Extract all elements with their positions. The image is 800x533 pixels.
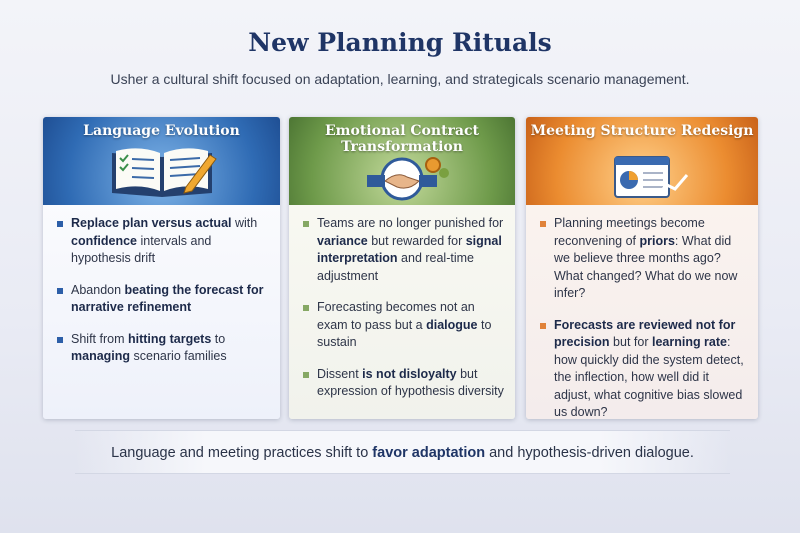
- text-segment: Teams are no longer punished for: [317, 216, 504, 230]
- text-segment: Abandon: [71, 282, 125, 297]
- text-segment: and real-time adjustment: [317, 251, 474, 283]
- text-segment: but for: [609, 335, 652, 349]
- card-title: Meeting Structure Redesign: [530, 123, 754, 139]
- open-book-pencil-icon: [111, 148, 217, 197]
- text-segment: : how quickly did the system detect, the…: [554, 335, 744, 419]
- card-header: Emotional Contract Transformation: [289, 117, 515, 205]
- card-emotional-contract: Emotional Contract Transformation Teams …: [289, 117, 515, 419]
- text-segment: and hypothesis-driven dialogue.: [485, 445, 694, 461]
- emphasis-text: managing: [71, 349, 131, 363]
- bullet-item: Shift from hitting targets to managing s…: [57, 331, 270, 366]
- bullet-item: Replace plan versus actual with confiden…: [57, 215, 270, 268]
- text-segment: with: [231, 216, 258, 230]
- emphasis-text: favor adaptation: [372, 445, 486, 461]
- card-title: Emotional Contract Transformation: [325, 123, 479, 155]
- text-segment: intervals and hypothesis drift: [71, 233, 212, 266]
- page-subtitle: Usher a cultural shift focused on adapta…: [110, 71, 690, 87]
- text-segment: Planning meetings become reconvening of: [554, 216, 705, 248]
- text-segment: to sustain: [317, 317, 492, 350]
- card-meeting-structure: Meeting Structure Redesign Planning meet…: [526, 117, 758, 419]
- calendar-chart-icon: [614, 156, 689, 198]
- text-segment: : What did we believe three months ago? …: [554, 233, 738, 301]
- emphasis-text: variance: [317, 233, 368, 248]
- bullet-item: Teams are no longer punished for varianc…: [303, 215, 505, 285]
- page-title: New Planning Rituals: [248, 28, 552, 57]
- bullet-item: Forecasts are reviewed not for precision…: [540, 317, 748, 419]
- emphasis-text: beating the forecast for narrative refin…: [71, 282, 264, 315]
- bullet-item: Dissent is not disloyalty but expression…: [303, 366, 505, 401]
- handshake-gears-icon: [367, 157, 449, 201]
- emphasis-text: priors: [639, 233, 675, 248]
- bullet-item: Planning meetings become reconvening of …: [540, 215, 748, 303]
- emphasis-text: learning rate: [651, 335, 727, 349]
- text-segment: but expression of hypothesis diversity: [317, 366, 504, 399]
- card-header: Meeting Structure Redesign: [526, 117, 758, 205]
- text-segment: Dissent: [317, 366, 363, 381]
- emphasis-text: Forecasts are reviewed not for precision: [554, 317, 736, 350]
- card-header: Language Evolution: [43, 117, 280, 205]
- card-title: Language Evolution: [83, 123, 240, 139]
- emphasis-text: confidence: [71, 233, 137, 248]
- emphasis-text: Replace plan versus actual: [71, 216, 232, 230]
- bullet-list: Planning meetings become reconvening of …: [526, 205, 758, 419]
- bullet-list: Teams are no longer punished for varianc…: [289, 205, 515, 401]
- text-segment: to: [211, 331, 226, 346]
- emphasis-text: is not disloyalty: [362, 366, 457, 381]
- text-segment: Shift from: [71, 331, 128, 346]
- emphasis-text: signal interpretation: [317, 233, 502, 266]
- card-language-evolution: Language Evolution Replace plan versus a…: [43, 117, 280, 419]
- bullet-item: Abandon beating the forecast for narrati…: [57, 282, 270, 317]
- text-segment: but rewarded for: [367, 233, 466, 248]
- footer-banner: Language and meeting practices shift to …: [75, 430, 730, 474]
- text-segment: Language and meeting practices shift to: [111, 445, 373, 461]
- text-segment: scenario families: [130, 349, 227, 363]
- bullet-item: Forecasting becomes not an exam to pass …: [303, 299, 505, 352]
- text-segment: Forecasting becomes not an exam to pass …: [317, 300, 475, 332]
- emphasis-text: dialogue: [426, 317, 478, 332]
- bullet-list: Replace plan versus actual with confiden…: [43, 205, 280, 366]
- emphasis-text: hitting targets: [127, 331, 212, 346]
